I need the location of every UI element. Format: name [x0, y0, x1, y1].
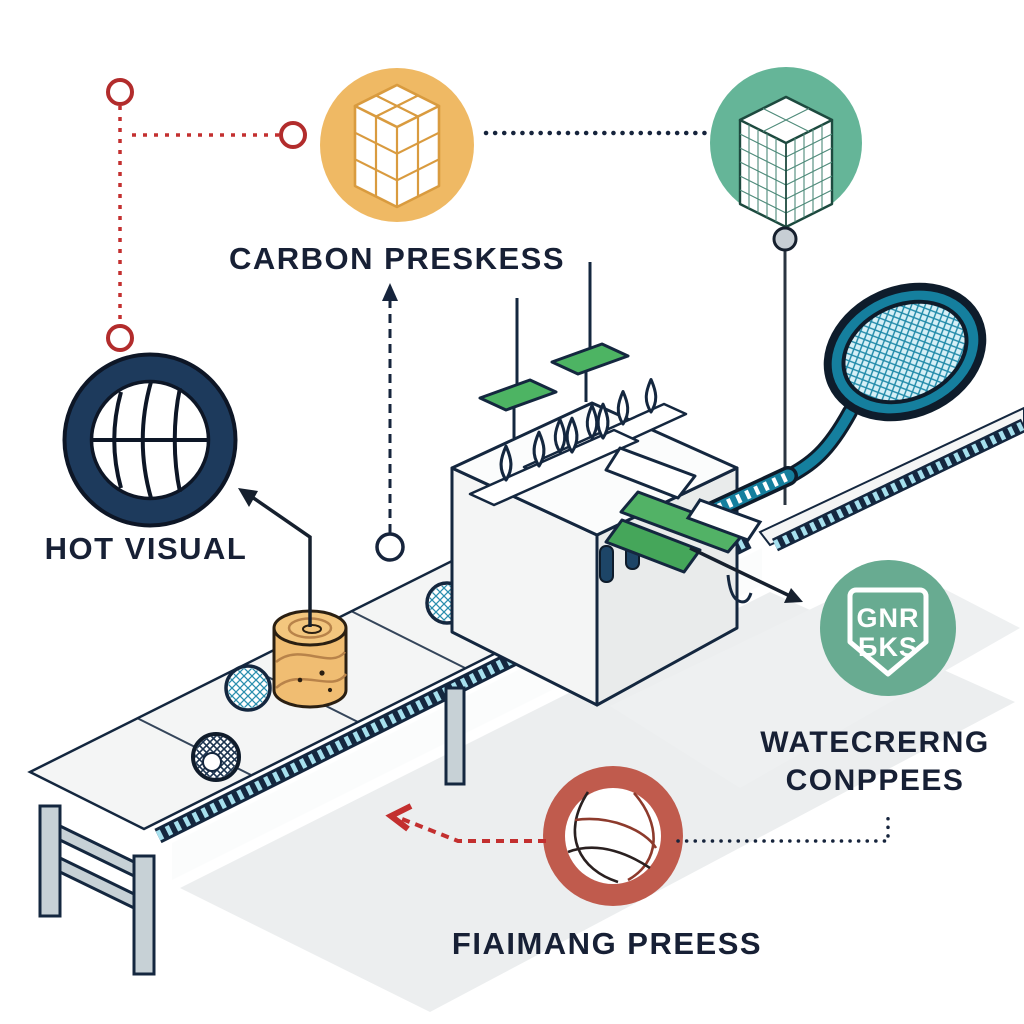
grid-cube-icon	[710, 67, 862, 229]
rod-dot	[772, 226, 798, 252]
red-dashed-arrow	[385, 803, 546, 843]
belt-legs	[38, 686, 466, 976]
machine-slot	[599, 545, 614, 583]
shield-badge-icon: GNR БKS	[820, 560, 956, 696]
label-carbon-preskess: CARBON PRESKESS	[229, 241, 565, 276]
cork-roll	[272, 609, 348, 709]
dotted-elbow-connector	[676, 810, 890, 843]
cube-blocks-icon	[320, 68, 474, 222]
connector-dot	[106, 324, 134, 352]
green-flag	[478, 262, 630, 438]
ring-ball-icon	[62, 352, 238, 528]
handle-clamp	[685, 498, 763, 542]
label-flaming-press: FIAIMANG PREESS	[452, 926, 762, 961]
label-watering-line1: WATECRERNG	[760, 726, 989, 759]
badge-text-line2: БKS	[858, 632, 918, 662]
elbow-arrow-connector	[238, 488, 312, 627]
tennis-racket	[685, 282, 987, 542]
molding-machine	[450, 262, 753, 707]
label-hot-visual: HOT VISUAL	[45, 531, 248, 566]
connector-dot	[279, 121, 307, 149]
seam-ball-icon	[543, 766, 683, 906]
belt-continuation	[758, 406, 1024, 552]
arrow-to-badge	[689, 546, 803, 603]
machine-hook	[726, 574, 753, 604]
label-watering-line2: CONPPEES	[786, 764, 965, 797]
dashed-arrow-connector	[375, 283, 405, 562]
hanging-rod	[772, 226, 798, 505]
badge-text-line1: GNR	[857, 603, 920, 633]
red-dashed-connector	[106, 78, 307, 352]
connector-dot	[106, 78, 134, 106]
